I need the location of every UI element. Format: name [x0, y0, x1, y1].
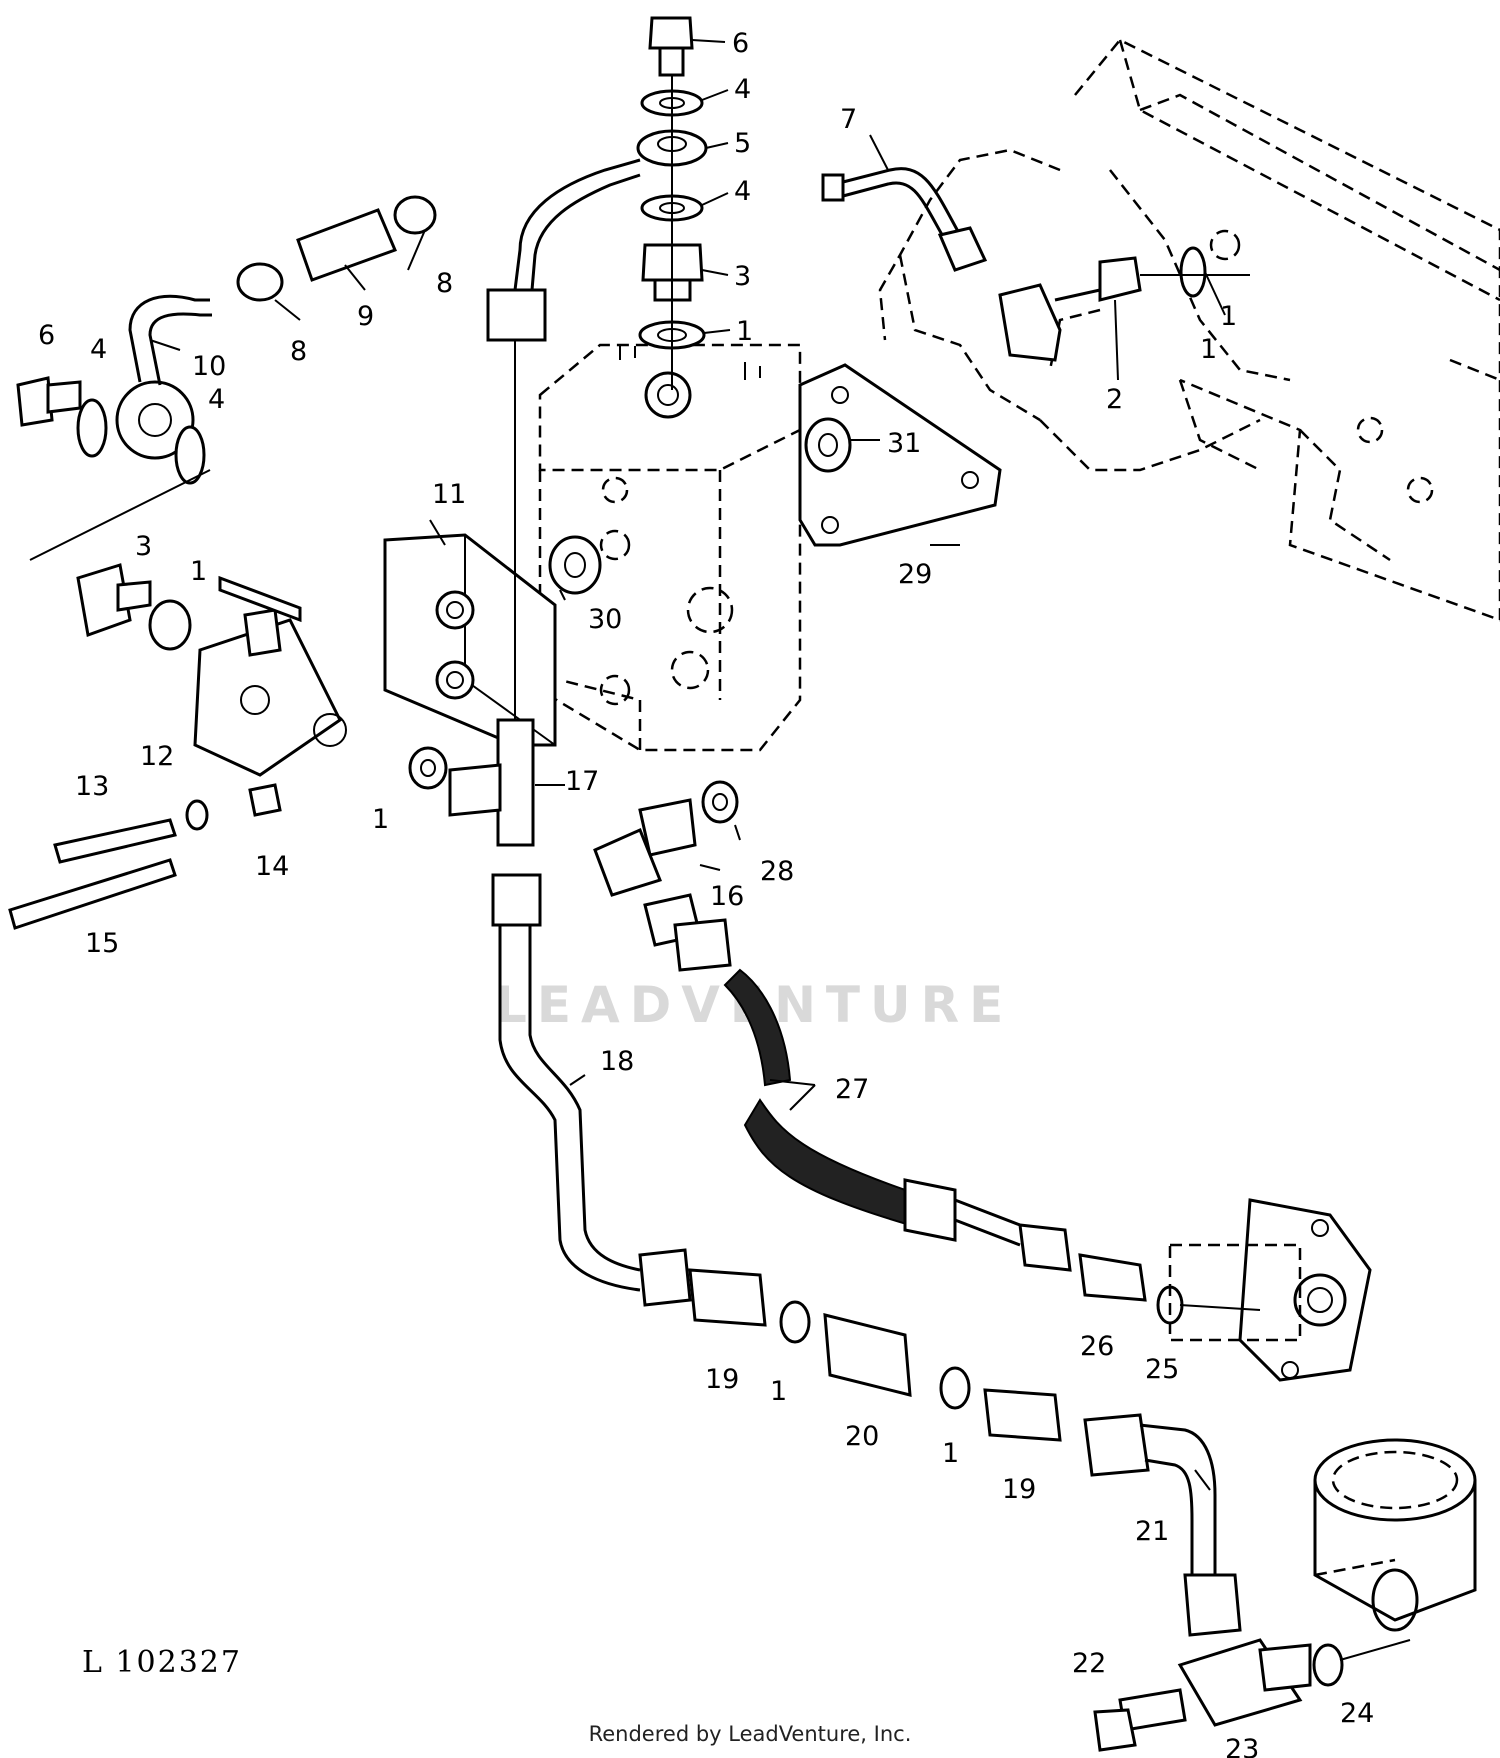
callout-31: 31 [887, 428, 921, 459]
callout-1: 1 [190, 556, 207, 587]
callout-30: 30 [588, 604, 622, 635]
callout-4: 4 [208, 384, 225, 415]
washer-31 [804, 417, 852, 473]
callout-24: 24 [1340, 1698, 1374, 1729]
callout-8: 8 [290, 336, 307, 367]
callout-14: 14 [255, 851, 289, 882]
callout-1: 1 [372, 804, 389, 835]
return-line-left [16, 195, 437, 561]
callout-1: 1 [770, 1376, 787, 1407]
callout-11: 11 [432, 479, 466, 510]
callout-19: 19 [705, 1364, 739, 1395]
callout-22: 22 [1072, 1648, 1106, 1679]
callout-3: 3 [135, 531, 152, 562]
callout-labels: 6 4 5 4 3 1 7 8 9 8 10 6 4 4 1 1 2 31 11… [38, 28, 1374, 1758]
callout-1: 1 [942, 1438, 959, 1469]
callout-17: 17 [565, 766, 599, 797]
washer-30 [548, 535, 602, 595]
drawing-reference-code: L 102327 [82, 1645, 242, 1680]
leader-lines [149, 39, 1226, 1491]
callout-18: 18 [600, 1046, 634, 1077]
callout-3: 3 [734, 261, 751, 292]
callout-7: 7 [840, 104, 857, 135]
mounting-plate [383, 533, 557, 747]
callout-13: 13 [75, 771, 109, 802]
return-line-upper-right [821, 167, 1250, 362]
injection-line-upper [513, 158, 641, 291]
callout-10: 10 [192, 351, 226, 382]
callout-6: 6 [732, 28, 749, 59]
callout-8: 8 [436, 268, 453, 299]
injection-line-18 [491, 873, 1217, 1575]
callout-21: 21 [1135, 1516, 1169, 1547]
injection-pump-body [538, 343, 802, 752]
callout-4: 4 [90, 334, 107, 365]
callout-6: 6 [38, 320, 55, 351]
callout-1: 1 [736, 316, 753, 347]
callout-2: 2 [1106, 384, 1123, 415]
tee-fitting-17 [408, 718, 535, 847]
callout-27: 27 [835, 1074, 869, 1105]
callout-19: 19 [1002, 1474, 1036, 1505]
callout-4: 4 [734, 74, 751, 105]
fuel-valve-assembly [8, 563, 347, 930]
callout-9: 9 [357, 301, 374, 332]
callout-28: 28 [760, 856, 794, 887]
callout-1: 1 [1200, 334, 1217, 365]
callout-12: 12 [140, 741, 174, 772]
cylinder-lower-right [1313, 1438, 1477, 1632]
callout-25: 25 [1145, 1354, 1179, 1385]
tee-fitting-23 [1093, 1573, 1411, 1752]
callout-29: 29 [898, 559, 932, 590]
callout-16: 16 [710, 881, 744, 912]
callout-5: 5 [734, 128, 751, 159]
callout-20: 20 [845, 1421, 879, 1452]
callout-23: 23 [1225, 1734, 1259, 1758]
engine-casting-outline [878, 38, 1500, 622]
render-credit: Rendered by LeadVenture, Inc. [588, 1722, 912, 1746]
banjo-bolt-stack [636, 16, 708, 390]
transfer-pump-outline [1168, 1198, 1372, 1382]
callout-4: 4 [734, 176, 751, 207]
callout-26: 26 [1080, 1331, 1114, 1362]
callout-15: 15 [85, 928, 119, 959]
pump-bracket [798, 363, 1002, 547]
callout-1: 1 [1220, 301, 1237, 332]
fuel-supply-line [593, 780, 1261, 1325]
